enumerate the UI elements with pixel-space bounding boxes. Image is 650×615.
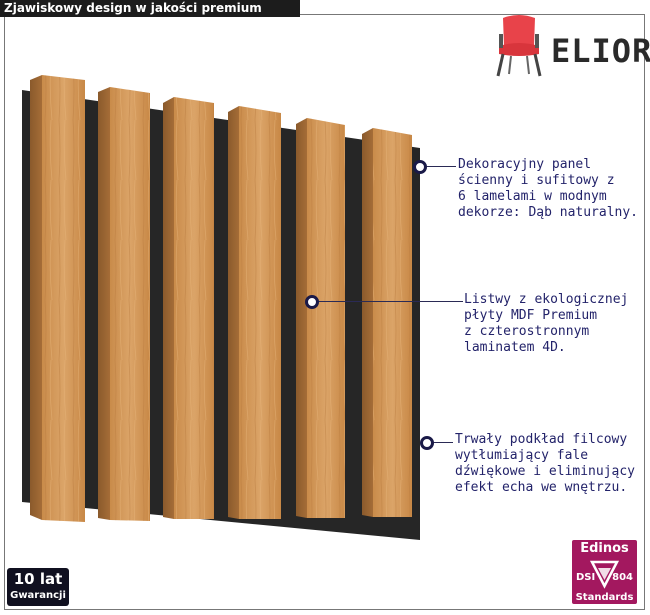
slat-5 bbox=[296, 118, 345, 518]
callout-marker-2 bbox=[305, 295, 319, 309]
callout-felt-backing: Trwały podkład filcowy wytłumiający fale… bbox=[455, 432, 636, 495]
slat-4 bbox=[228, 106, 281, 519]
brand-name: ELIOR bbox=[551, 32, 650, 70]
warranty-badge: 10 lat Gwarancji bbox=[7, 568, 69, 606]
certificate-left-text: DSI bbox=[576, 572, 596, 583]
callout-connector-3 bbox=[433, 442, 453, 443]
warranty-years: 10 lat bbox=[13, 570, 63, 588]
slat-3 bbox=[163, 97, 214, 519]
slat-2 bbox=[98, 87, 150, 521]
callout-connector-2 bbox=[318, 301, 463, 302]
triangle-emblem-icon bbox=[589, 560, 620, 589]
page-frame bbox=[4, 14, 645, 610]
slat-6 bbox=[362, 128, 412, 517]
callout-panel-description: Dekoracyjny panel ścienny i sufitowy z 6… bbox=[458, 157, 639, 220]
brand-logo: ELIOR bbox=[489, 12, 650, 78]
certificate-brand: Edinos bbox=[580, 541, 629, 556]
callout-marker-1 bbox=[413, 160, 427, 174]
callout-marker-3 bbox=[420, 436, 434, 450]
callout-mdf-slats: Listwy z ekologicznej płyty MDF Premium … bbox=[464, 292, 629, 355]
certificate-right-text: 804 bbox=[612, 572, 633, 583]
chair-icon bbox=[496, 15, 542, 77]
warranty-label: Gwarancji bbox=[10, 590, 66, 601]
certificate-badge: Edinos DSI 804 Standards bbox=[572, 540, 637, 604]
slat-1 bbox=[30, 75, 85, 522]
certificate-standards: Standards bbox=[575, 592, 634, 603]
headline-banner: Zjawiskowy design w jakości premium bbox=[0, 0, 300, 17]
callout-connector-1 bbox=[426, 166, 456, 167]
certificate-emblem: DSI 804 bbox=[572, 558, 637, 590]
